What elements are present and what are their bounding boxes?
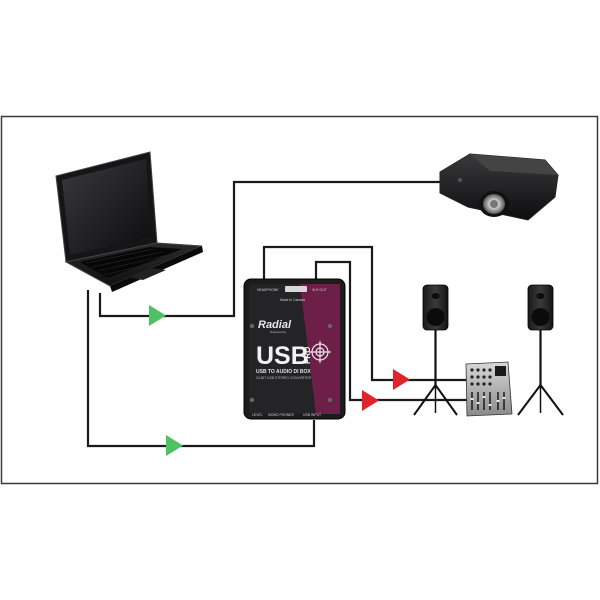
radial-usb-pro-device: HEADPHONE XLR OUT Made in Canada Radial … xyxy=(243,278,346,420)
xlr-connector xyxy=(285,286,307,292)
subtitle-2: 24-BIT USB STEREO CONVERTER xyxy=(256,376,312,380)
flow-arrow-green-2 xyxy=(166,435,183,456)
cables xyxy=(86,180,470,448)
made-in-label: Made in Canada xyxy=(280,298,305,302)
screw-icon xyxy=(249,397,255,403)
model-pro: PRO xyxy=(303,347,312,364)
subtitle: USB TO AUDIO DI BOX xyxy=(256,369,311,375)
speaker-right xyxy=(517,284,564,416)
label-level: LEVEL xyxy=(252,413,263,417)
label-headphone: HEADPHONE xyxy=(257,288,279,292)
model-usb: USB xyxy=(256,342,309,370)
flow-arrow-green-1 xyxy=(149,305,166,326)
laptop xyxy=(55,151,203,292)
cable-laptop-projector xyxy=(98,180,450,318)
cable-di-mixer-2 xyxy=(314,260,470,402)
screw-icon xyxy=(327,397,333,403)
flow-arrow-red-1 xyxy=(393,369,410,390)
projector xyxy=(439,153,559,221)
label-usb-input: USB INPUT xyxy=(303,413,321,417)
screw-icon xyxy=(249,323,255,329)
crosshair-icon xyxy=(309,341,331,363)
label-mono-phones: MONO PHONES xyxy=(268,413,295,417)
flow-arrow-red-2 xyxy=(362,390,379,411)
screw-icon xyxy=(327,323,333,329)
cable-laptop-usb xyxy=(86,290,316,448)
brand-tag: Engineering xyxy=(270,330,286,334)
label-xlr-out: XLR OUT xyxy=(312,288,327,292)
mixer xyxy=(465,361,513,417)
speaker-left xyxy=(413,284,458,416)
brand-logo: Radial xyxy=(258,319,292,331)
